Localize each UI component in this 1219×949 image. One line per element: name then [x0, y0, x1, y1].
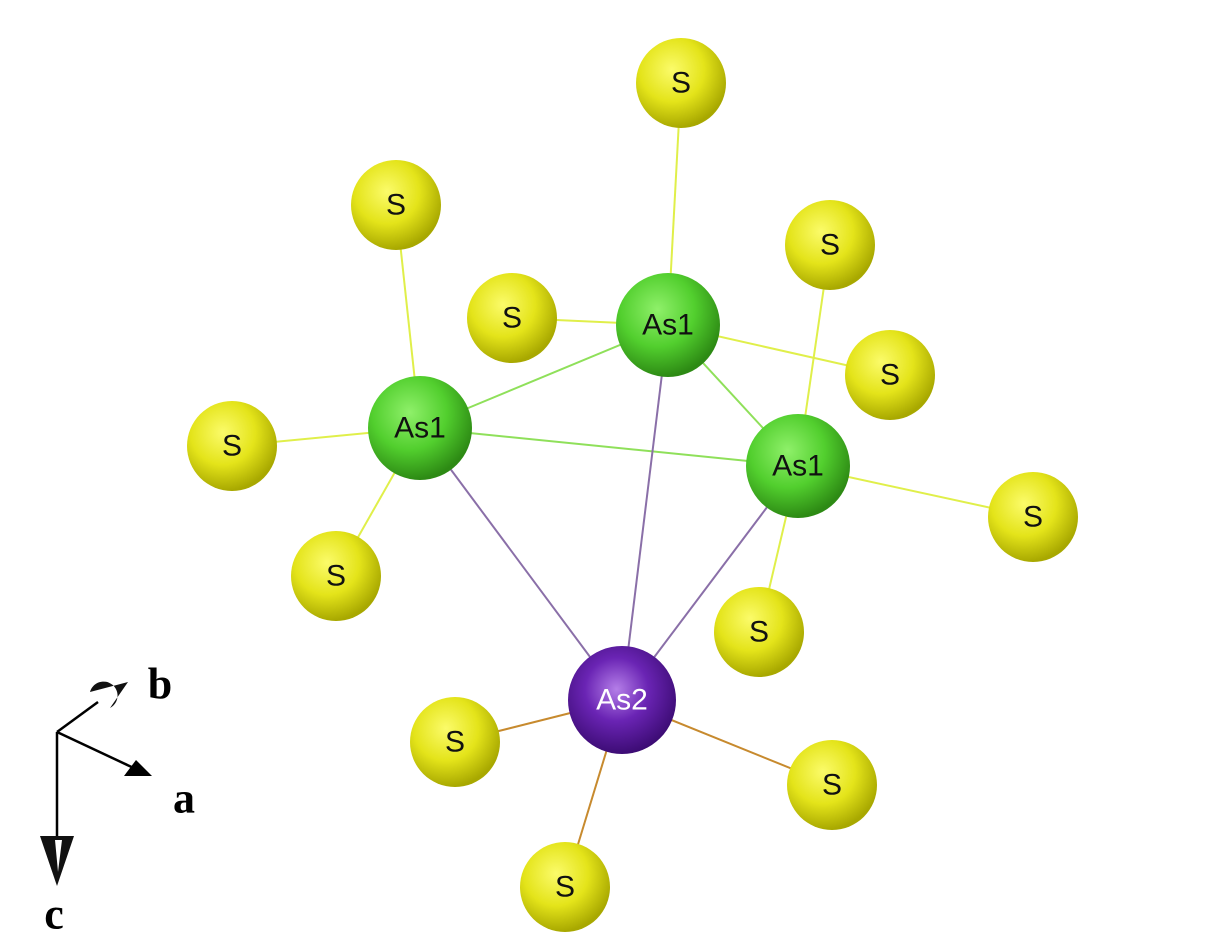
atom-label: S	[555, 871, 575, 904]
bond-as1_left-as2	[419, 427, 623, 701]
atom-sphere	[845, 330, 935, 420]
atom-label: S	[749, 616, 769, 649]
bond-as1_top-as2	[621, 324, 669, 701]
atom-s-upper-right: S	[785, 200, 875, 290]
atom-sphere	[746, 414, 850, 518]
atom-label: S	[445, 726, 465, 759]
atom-sphere	[368, 376, 472, 480]
atom-label: S	[1023, 501, 1043, 534]
atom-s-lower-left: S	[291, 531, 381, 621]
atom-label: As1	[394, 412, 446, 445]
atom-s-upper-left: S	[351, 160, 441, 250]
atom-label: As1	[642, 309, 694, 342]
axis-label-c: c	[44, 890, 64, 939]
atom-s-right-of-top: S	[845, 330, 935, 420]
atom-s-as2-right: S	[787, 740, 877, 830]
atom-label: S	[386, 189, 406, 222]
atom-s-mid-left: S	[467, 273, 557, 363]
atom-label: S	[822, 769, 842, 802]
atom-label: As2	[596, 684, 648, 717]
axis-label-b: b	[148, 660, 172, 709]
c-axis-arrowhead-highlight	[55, 840, 62, 872]
atom-as2: As2	[568, 646, 676, 754]
atom-label: S	[671, 67, 691, 100]
atom-sphere	[988, 472, 1078, 562]
atom-label: S	[820, 229, 840, 262]
atom-s-far-right: S	[988, 472, 1078, 562]
atom-sphere	[187, 401, 277, 491]
axis-indicator: b a c	[40, 660, 195, 939]
atom-label: S	[222, 430, 242, 463]
a-axis-line	[56, 730, 139, 772]
atom-sphere	[785, 200, 875, 290]
atom-sphere	[714, 587, 804, 677]
atom-s-far-left: S	[187, 401, 277, 491]
atom-sphere	[787, 740, 877, 830]
atom-s-top: S	[636, 38, 726, 128]
axis-label-a: a	[173, 774, 195, 823]
atom-sphere	[467, 273, 557, 363]
atom-sphere	[616, 273, 720, 377]
atom-as1-top: As1	[616, 273, 720, 377]
atom-sphere	[568, 646, 676, 754]
atom-as1-right: As1	[746, 414, 850, 518]
atom-label: S	[502, 302, 522, 335]
atom-label: As1	[772, 450, 824, 483]
atom-sphere	[636, 38, 726, 128]
atom-s-as2-bottom: S	[520, 842, 610, 932]
atom-label: S	[880, 359, 900, 392]
atom-sphere	[410, 697, 500, 787]
atom-label: S	[326, 560, 346, 593]
atom-sphere	[351, 160, 441, 250]
atom-s-as2-left: S	[410, 697, 500, 787]
b-axis-arrowhead	[90, 681, 128, 708]
atom-sphere	[291, 531, 381, 621]
a-axis-arrowhead	[124, 760, 152, 776]
b-axis-line	[56, 700, 99, 734]
atom-as1-left: As1	[368, 376, 472, 480]
atom-sphere	[520, 842, 610, 932]
atom-s-below-right: S	[714, 587, 804, 677]
bond-as1_left-as1_right	[419, 427, 799, 467]
